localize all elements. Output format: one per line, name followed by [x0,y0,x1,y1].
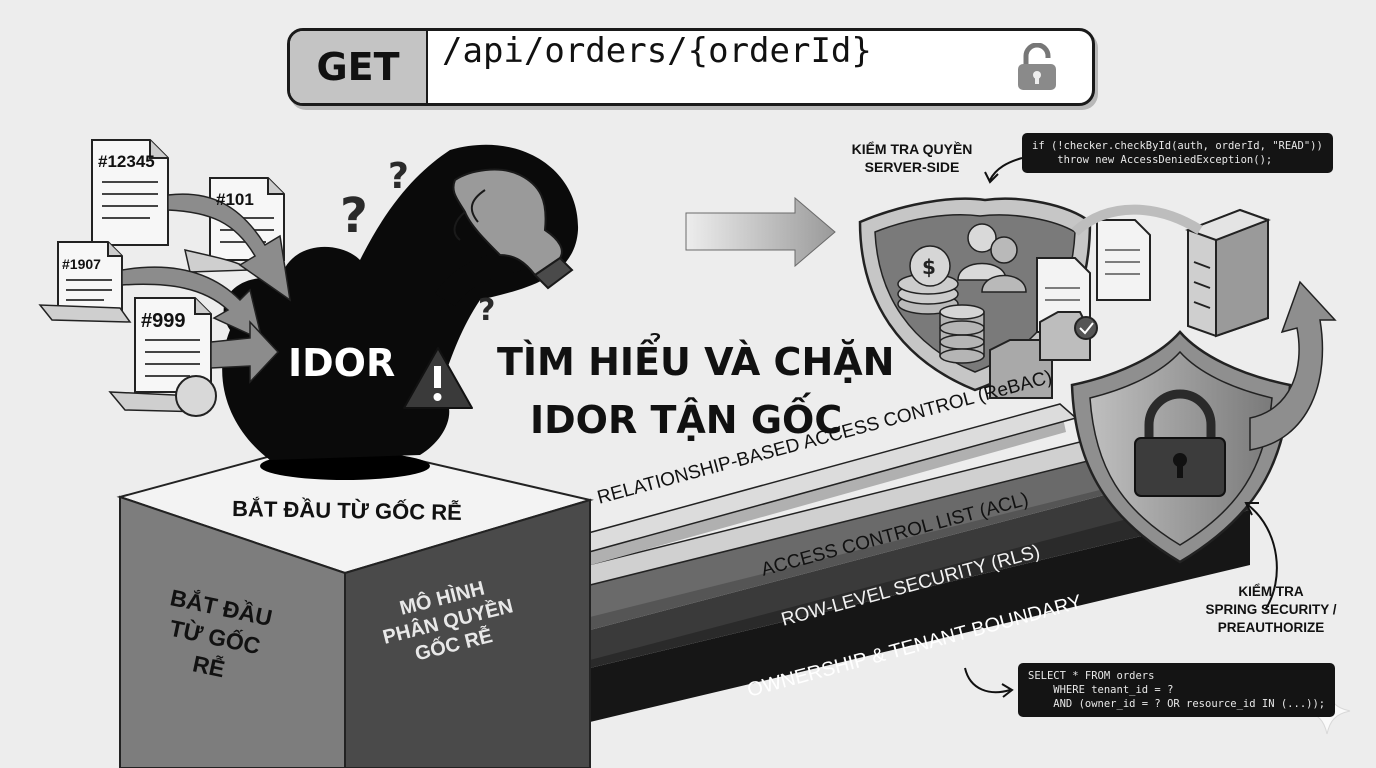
users-icon [957,223,1027,293]
document-id-label: #1907 [62,256,101,272]
server-check-code: if (!checker.checkById(auth, orderId, "R… [1022,133,1333,173]
svg-text:?: ? [340,188,368,244]
request-url-bar: GET /api/orders/{orderId} [287,28,1095,106]
folder-icon [989,311,1098,399]
server-check-caption-line: SERVER-SIDE [864,159,960,175]
unlocked-padlock-icon [1018,43,1056,90]
http-method: GET [290,31,428,103]
svg-text:$: $ [922,255,936,279]
title-line-2: IDOR TẬN GỐC [530,398,843,442]
reaching-hand-icon [452,168,574,290]
document-id-label: #101 [216,190,254,209]
warning-icon [403,347,473,409]
spring-check-caption-line: SPRING SECURITY / [1205,602,1337,617]
file-icon [1036,219,1151,333]
idor-label: IDOR [288,341,396,385]
database-icon [939,304,985,364]
flow-arrow-icon [685,196,836,268]
spring-check-caption: KIỂM TRA SPRING SECURITY / PREAUTHORIZE [1196,583,1346,637]
document-id-label: #12345 [98,152,155,171]
question-mark-icon: ? ? ? [340,156,495,328]
connector-icon [1071,204,1203,236]
svg-text:?: ? [478,293,495,328]
curved-arrow-icon [1249,280,1337,451]
document-id-label: #999 [141,310,186,332]
server-check-caption: KIỂM TRA QUYỀN SERVER-SIDE [834,140,990,176]
server-icon [1185,208,1271,338]
spring-check-caption-line: PREAUTHORIZE [1217,620,1325,635]
pointer-arrow-icon [964,157,1278,698]
spring-check-caption-line: KIỂM TRA [1238,584,1304,599]
root-block [116,438,594,768]
request-path: /api/orders/{orderId} [442,31,872,71]
title-line-1: TÌM HIỂU VÀ CHẶN [497,340,895,384]
svg-text:?: ? [388,156,409,197]
padlock-shield-icon [1070,330,1292,564]
server-check-caption-line: KIỂM TRA QUYỀN [851,141,973,157]
arrow-icon [121,193,292,384]
root-block-top-label: BẮT ĐẦU TỪ GỐC RỄ [231,495,463,526]
security-layers [546,403,1250,722]
sql-code: SELECT * FROM orders WHERE tenant_id = ?… [1018,663,1336,717]
document-stack [38,139,285,417]
